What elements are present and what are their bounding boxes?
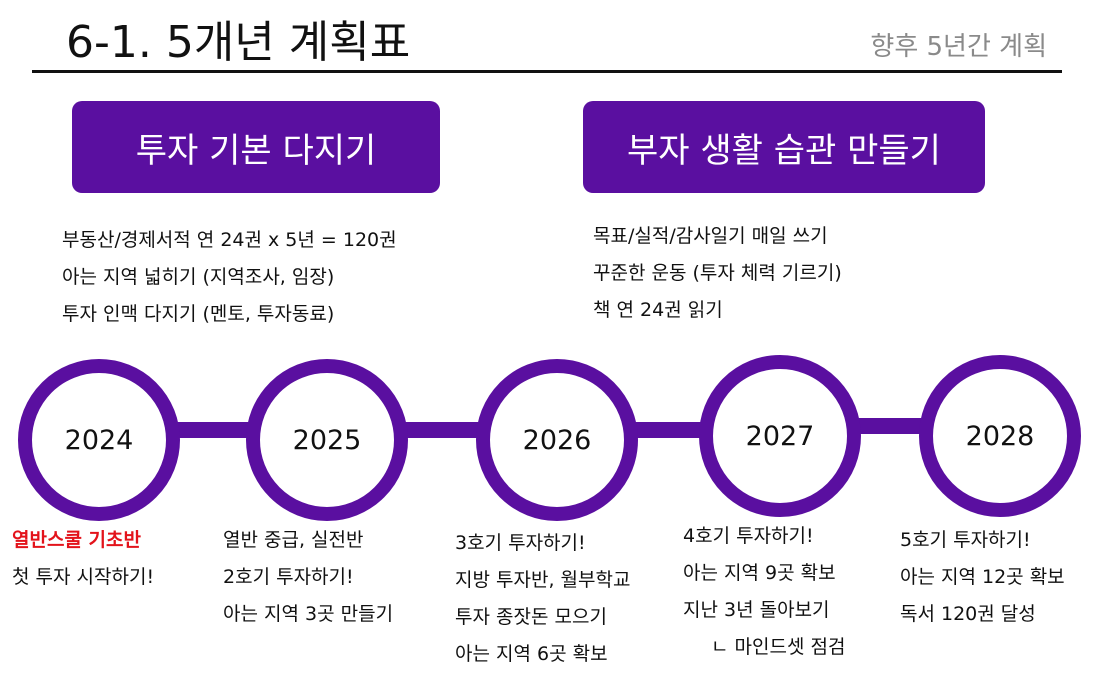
goal-list-investment-basics: 부동산/경제서적 연 24권 x 5년 = 120권 아는 지역 넓히기 (지역…	[62, 222, 397, 333]
list-item: 투자 인맥 다지기 (멘토, 투자동료)	[62, 303, 335, 325]
goal-banner-investment-basics: 투자 기본 다지기	[72, 101, 440, 193]
page-subtitle: 향후 5년간 계획	[870, 32, 1047, 62]
list-item: 책 연 24권 읽기	[593, 299, 723, 321]
year-plan-2025: 열반 중급, 실전반 2호기 투자하기! 아는 지역 3곳 만들기	[223, 522, 393, 633]
goal-banner-wealth-habits: 부자 생활 습관 만들기	[583, 101, 985, 193]
list-item: 꾸준한 운동 (투자 체력 기르기)	[593, 262, 842, 284]
year-circle-2026: 2026	[476, 359, 638, 521]
list-item: 3호기 투자하기!	[455, 532, 586, 554]
list-item-highlight: 열반스쿨 기초반	[12, 529, 141, 551]
goal-list-wealth-habits: 목표/실적/감사일기 매일 쓰기 꾸준한 운동 (투자 체력 기르기) 책 연 …	[593, 218, 842, 329]
title-divider	[32, 70, 1062, 73]
year-circle-2027: 2027	[699, 355, 861, 517]
list-item: 아는 지역 3곳 만들기	[223, 603, 394, 625]
list-item: 아는 지역 9곳 확보	[683, 562, 836, 584]
list-item: 5호기 투자하기!	[900, 529, 1031, 551]
list-item: 독서 120권 달성	[900, 603, 1036, 625]
list-item: 지난 3년 돌아보기	[683, 599, 830, 621]
timeline-connector	[850, 418, 935, 434]
list-item: 첫 투자 시작하기!	[12, 566, 155, 588]
year-circle-2028: 2028	[919, 355, 1081, 517]
timeline-connector	[170, 422, 260, 438]
list-item: 아는 지역 12곳 확보	[900, 566, 1065, 588]
year-circle-2024: 2024	[18, 359, 180, 521]
timeline-connector	[398, 422, 490, 438]
year-plan-2024: 열반스쿨 기초반 첫 투자 시작하기!	[12, 522, 154, 596]
list-item: 부동산/경제서적 연 24권 x 5년 = 120권	[62, 229, 397, 251]
list-item: 아는 지역 넓히기 (지역조사, 임장)	[62, 266, 335, 288]
year-plan-2026: 3호기 투자하기! 지방 투자반, 월부학교 투자 종잣돈 모으기 아는 지역 …	[455, 525, 630, 673]
list-item: 투자 종잣돈 모으기	[455, 606, 607, 628]
list-item: 2호기 투자하기!	[223, 566, 354, 588]
year-plan-2028: 5호기 투자하기! 아는 지역 12곳 확보 독서 120권 달성	[900, 522, 1065, 633]
timeline-connector	[628, 422, 713, 438]
list-item: 아는 지역 6곳 확보	[455, 643, 608, 665]
year-circle-2025: 2025	[246, 359, 408, 521]
list-item: 열반 중급, 실전반	[223, 529, 364, 551]
page-title: 6-1. 5개년 계획표	[66, 17, 411, 68]
year-plan-2027: 4호기 투자하기! 아는 지역 9곳 확보 지난 3년 돌아보기 ㄴ 마인드셋 …	[683, 518, 845, 666]
list-item: 목표/실적/감사일기 매일 쓰기	[593, 225, 828, 247]
list-item: 지방 투자반, 월부학교	[455, 569, 631, 591]
list-item: 4호기 투자하기!	[683, 525, 814, 547]
list-subitem: ㄴ 마인드셋 점검	[711, 636, 846, 658]
